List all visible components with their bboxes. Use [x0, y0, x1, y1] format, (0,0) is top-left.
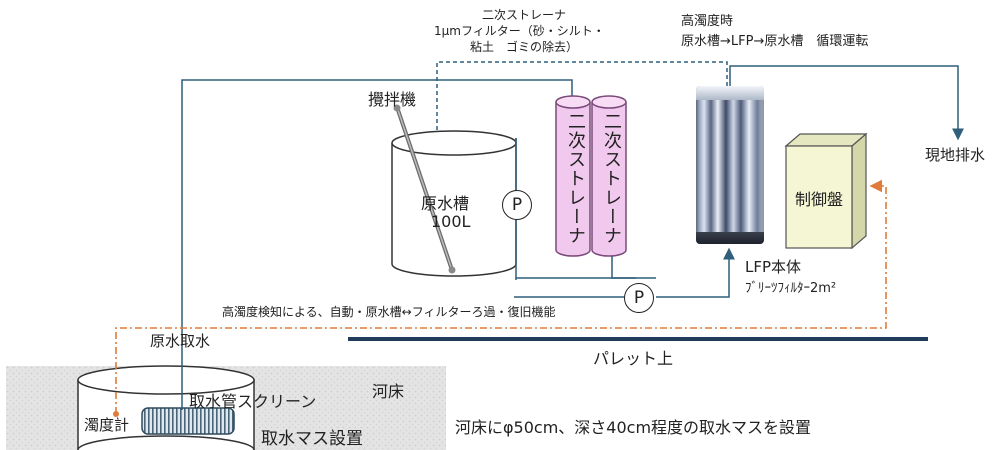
site-drain-label: 現地排水 — [925, 146, 986, 164]
control-panel-box — [784, 132, 868, 250]
pump-2-label: P — [633, 288, 645, 308]
filter-description-line1: 1μmフィルター（砂・シルト・ — [434, 24, 605, 38]
secondary-strainer-title: 二次ストレーナ — [482, 8, 567, 22]
installation-note: 河床にφ50cm、深さ40cm程度の取水マスを設置 — [455, 418, 812, 437]
signal-line — [115, 179, 887, 414]
strainer-to-lfp-pipe — [611, 256, 656, 279]
intake-screen — [141, 407, 235, 435]
lfp-body-label: LFP本体 — [745, 258, 802, 276]
raw-tank-capacity: 100L — [431, 212, 471, 231]
strainer-a — [555, 95, 591, 257]
control-panel-label: 制御盤 — [795, 190, 844, 209]
intake-screen-label: 取水管スクリーン — [189, 392, 317, 411]
high-turbidity-title: 高濁度時 — [681, 14, 734, 29]
lfp-unit-photo — [696, 86, 764, 244]
stirrer-shaft — [393, 104, 456, 274]
lfp-filter-label: ﾌﾞﾘｰﾂﾌｨﾙﾀｰ2m² — [745, 281, 837, 296]
strainer-b-label: 二次ストレーナ — [601, 112, 622, 245]
pump-1-label: P — [511, 195, 523, 215]
pallet-label: パレット上 — [593, 349, 674, 368]
intake-pit-label: 取水マス設置 — [261, 429, 363, 449]
pump-1: P — [502, 190, 532, 220]
filter-description-line2: 粘土 ゴミの除去） — [470, 40, 579, 54]
high-turbidity-description: 原水槽→LFP→原水槽 循環運転 — [681, 34, 869, 49]
strainer-a-label: 二次ストレーナ — [565, 112, 586, 245]
turbidimeter-sensor — [113, 411, 119, 417]
raw-water-intake-label: 原水取水 — [150, 332, 211, 350]
riverbed-label: 河床 — [372, 382, 405, 401]
return-dashed-line — [431, 61, 728, 161]
drain-line — [729, 65, 964, 141]
raw-water-tank — [391, 130, 517, 277]
pump-2: P — [624, 283, 654, 313]
turbidimeter-label: 濁度計 — [84, 416, 130, 434]
pump2-to-lfp-pipe — [656, 247, 735, 298]
strainer-b — [591, 95, 627, 257]
auto-function-note: 高濁度検知による、自動・原水槽↔フィルターろ過・復旧機能 — [222, 305, 556, 319]
raw-tank-label: 原水槽 — [421, 194, 470, 213]
stirrer-label: 攪拌機 — [368, 90, 417, 109]
